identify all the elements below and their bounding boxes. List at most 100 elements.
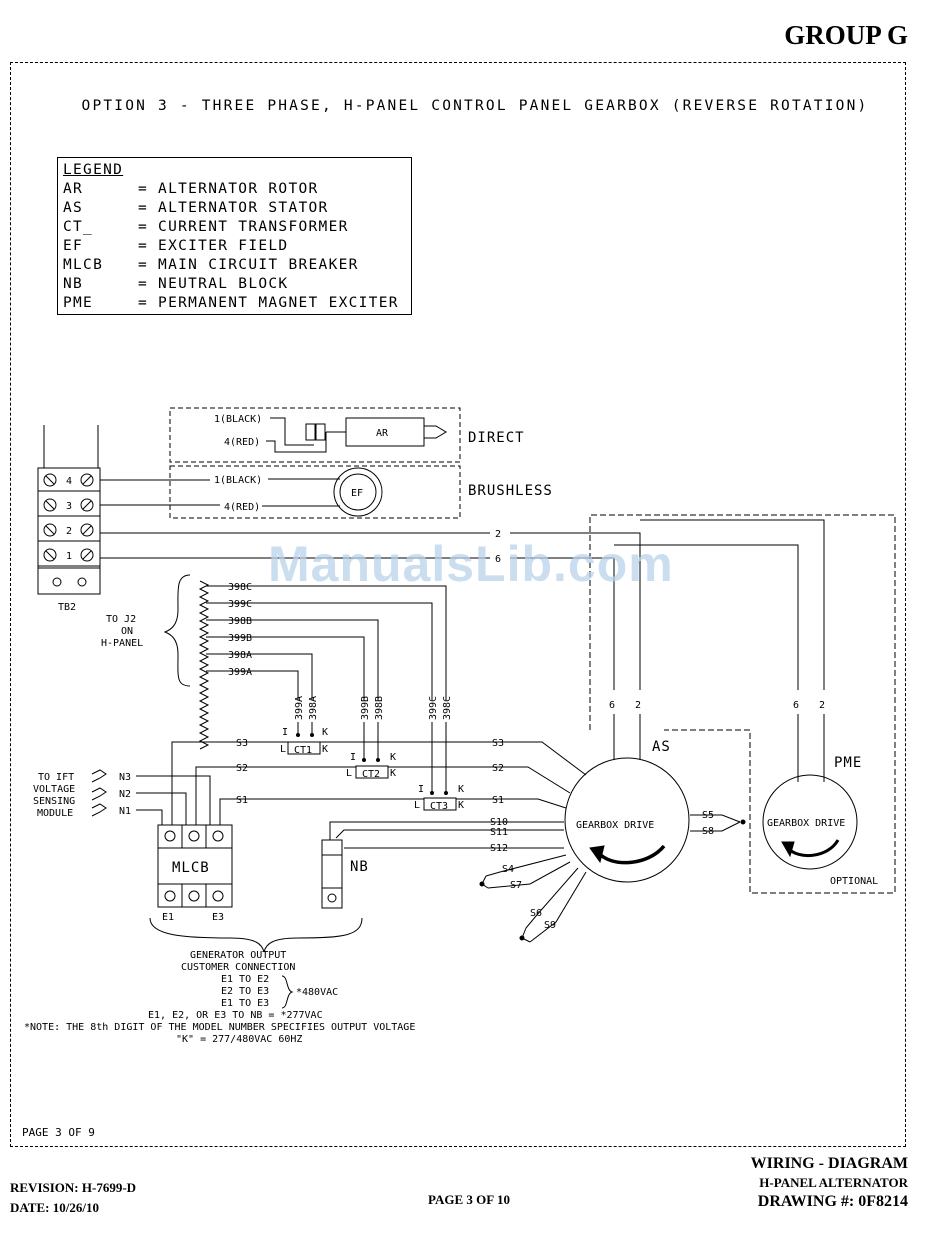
j2-wire-label: 399C [228,599,252,610]
tb2-terminal: 1 [66,551,72,562]
red-wire-label: 4(RED) [224,502,260,513]
tb2-terminal: 2 [66,526,72,537]
revision-label: REVISION: H-7699-D [10,1180,137,1195]
legend-text: = CURRENT TRANSFORMER [138,219,349,235]
drawing-number: DRAWING #: 0F8214 [757,1193,908,1210]
svg-text:S7: S7 [510,880,522,891]
svg-text:MODULE: MODULE [37,808,73,819]
wire-6-label: 6 [609,700,615,711]
legend-item: EF= EXCITER FIELD [63,237,406,256]
s-lead-label: S1 [236,795,248,806]
legend-text: = NEUTRAL BLOCK [138,276,289,292]
ct-wire-labels: 399A 398A 399B 398B 399C 398C [294,696,453,720]
wire-2-label: 2 [495,529,501,540]
pme-dashed-outline [589,514,896,894]
svg-text:TO IFT: TO IFT [38,772,74,783]
legend-text: = PERMANENT MAGNET EXCITER [138,295,399,311]
j2-label-line: ON [121,626,133,637]
svg-text:"K" = 277/480VAC 60HZ: "K" = 277/480VAC 60HZ [176,1034,302,1045]
date-label: DATE: 10/26/10 [10,1200,99,1215]
svg-text:S6: S6 [530,908,542,919]
tb2-rotor-wires [100,479,220,506]
legend-item: AS= ALTERNATOR STATOR [63,199,406,218]
j2-wire-label: 399B [228,633,252,644]
svg-text:K: K [458,784,464,795]
s4-s7-leads [485,854,571,889]
legend-text: = EXCITER FIELD [138,238,289,254]
j2-wire-label: 398B [228,616,252,627]
j2-connector-group: TO J2 ON H-PANEL 398C 399C 398B 399B 398… [101,574,447,750]
svg-text:N1: N1 [119,806,131,817]
exciter-field: 1(BLACK) 4(RED) EF [214,467,383,517]
pme-wires [614,519,825,690]
nb-leads [329,821,564,849]
output-brace [149,917,363,953]
voltage-brace [281,975,294,1009]
terminal-block-tb2: 4 3 2 1 TB2 [37,425,101,613]
svg-text:S4: S4 [502,864,514,875]
ef-label: EF [351,488,363,499]
stator-leads [613,714,825,782]
legend-box: LEGEND AR= ALTERNATOR ROTOR AS= ALTERNAT… [57,157,412,315]
svg-text:N3: N3 [119,772,131,783]
direct-label: DIRECT [468,430,525,446]
wire-2 [100,532,641,690]
svg-text:VOLTAGE: VOLTAGE [33,784,75,795]
wire-6 [100,557,615,690]
legend-abbr: MLCB [63,257,104,273]
optional-label: OPTIONAL [830,876,878,887]
ct-wire-label: 398B [374,696,385,720]
svg-text:K: K [322,744,328,755]
legend-item: NB = NEUTRAL BLOCK [63,275,406,294]
permanent-magnet-exciter: GEARBOX DRIVE PME OPTIONAL [762,755,878,887]
ct-wire-label: 399A [294,696,305,720]
svg-text:SENSING: SENSING [33,796,75,807]
svg-text:S2: S2 [492,763,504,774]
wire-2-label: 2 [635,700,641,711]
svg-text:K: K [390,768,396,779]
svg-text:K: K [458,800,464,811]
legend-text: = ALTERNATOR ROTOR [138,181,319,197]
svg-text:L: L [280,744,286,755]
j2-wire-label: 398C [228,582,252,593]
legend-abbr: AR [63,181,84,197]
group-label: GROUP G [784,20,908,50]
ct-wire-label: 398C [442,696,453,720]
neutral-block: NB [321,839,368,909]
black-wire-label: 1(BLACK) [214,414,262,425]
diagram-title: OPTION 3 - THREE PHASE, H-PANEL CONTROL … [81,98,869,114]
s1-lead [219,798,567,825]
s2-lead [195,766,571,825]
ift-sensing-leads: TO IFT VOLTAGE SENSING MODULE N3 N2 N1 [33,769,211,825]
gearbox-label: GEARBOX DRIVE [767,818,845,829]
alternator-stator: GEARBOX DRIVE AS [564,739,690,883]
legend-text: = MAIN CIRCUIT BREAKER [138,257,359,273]
black-wire-label: 1(BLACK) [214,475,262,486]
tb2-terminal: 3 [66,501,72,512]
mlcb-label: MLCB [172,860,210,876]
s5-s8-leads [690,814,741,832]
svg-text:*480VAC: *480VAC [296,987,338,998]
svg-text:N2: N2 [119,789,131,800]
svg-text:S5: S5 [702,810,714,821]
legend-item: AR = ALTERNATOR ROTOR [63,180,406,199]
drawing-frame [10,62,906,1147]
tb2-label: TB2 [58,602,76,613]
brushless-label: BRUSHLESS [468,483,553,499]
s-lead-label: S3 [236,738,248,749]
svg-text:I: I [350,752,356,763]
ct-wire-label: 399C [428,696,439,720]
e3-label: E3 [212,912,224,923]
inner-page-number: PAGE 3 OF 9 [22,1126,95,1139]
wire-6-label: 6 [495,554,501,565]
output-notes: GENERATOR OUTPUT CUSTOMER CONNECTION E1 … [24,950,415,1045]
watermark: ManualsLib.com [268,536,674,592]
legend-abbr: PME [63,295,94,311]
legend-item: CT_= CURRENT TRANSFORMER [63,218,406,237]
legend-abbr: NB [63,276,84,292]
ct-wire-label: 398A [308,696,319,720]
e1-label: E1 [162,912,174,923]
current-transformers: CT1 I K L K CT2 I K L K CT3 I K L K [280,727,464,812]
svg-text:S8: S8 [702,826,714,837]
title-block-title: WIRING - DIAGRAM [750,1155,908,1172]
